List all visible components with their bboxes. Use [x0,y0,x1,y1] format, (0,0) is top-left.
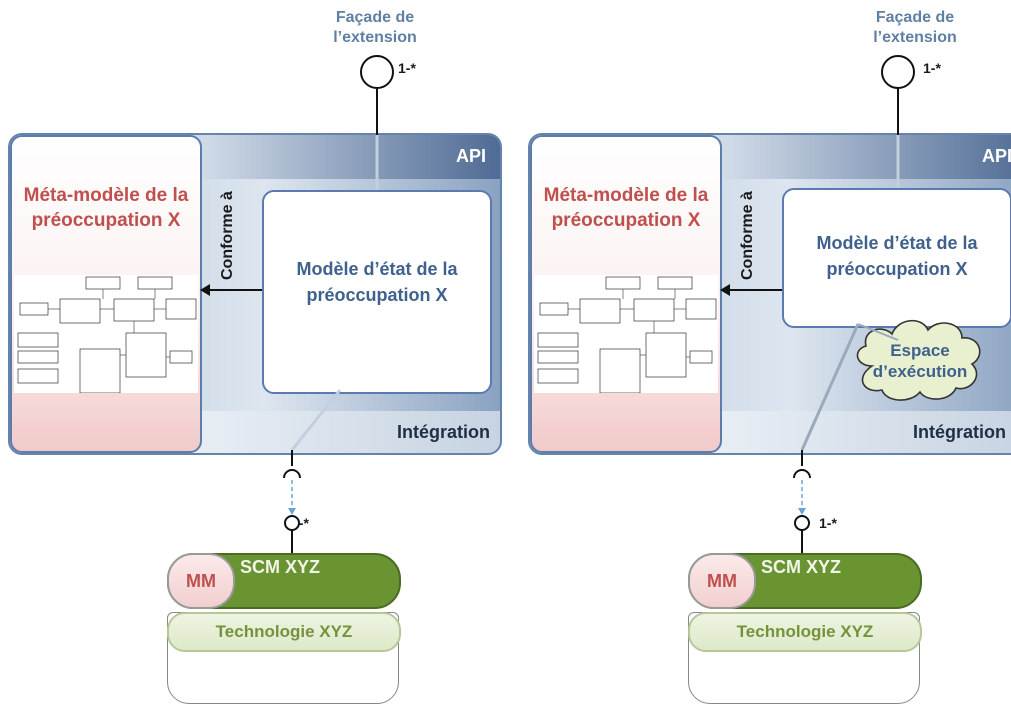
connector-overlay [200,55,394,553]
diagram-panel-left: Façade de l’extension API Intégration Mé… [0,0,505,705]
dependency-arrowhead [288,508,296,515]
state-model-title: Modèle d’état de la préoccupation X [296,259,458,305]
technology-bar: Technologie XYZ [167,612,401,652]
technology-bar: Technologie XYZ [688,612,922,652]
provided-interface-icon [284,515,300,531]
required-interface-icon [283,469,301,479]
integration-link-line [290,389,342,451]
uml-class-diagram-thumbnail [534,275,718,393]
metamodel-card: Méta-modèle de la préoccupation X [530,135,722,453]
mm-badge: MM [167,553,235,609]
integration-label: Intégration [913,422,1006,442]
api-label: API [982,146,1011,166]
facade-interface-icon [360,55,394,89]
state-model-card: Modèle d’état de la préoccupation X [782,188,1011,328]
metamodel-card: Méta-modèle de la préoccupation X [10,135,202,453]
metamodel-title: Méta-modèle de la préoccupation X [543,185,709,231]
conforme-arrowhead [200,284,210,296]
api-label: API [455,146,486,166]
port-multiplicity: 1-* [819,515,837,531]
scm-label: SCM XYZ [760,557,841,577]
metamodel-title: Méta-modèle de la préoccupation X [23,185,189,231]
state-model-card: Modèle d’état de la préoccupation X [262,190,492,394]
scm-label: SCM XYZ [239,557,320,577]
uml-class-diagram-thumbnail [14,275,198,393]
mm-badge: MM [688,553,756,609]
state-model-title: Modèle d’état de la préoccupation X [816,233,978,279]
facade-label: Façade de l’extension [873,9,957,46]
facade-multiplicity: 1-* [923,60,941,76]
facade-multiplicity: 1-* [398,60,416,76]
facade-label: Façade de l’extension [333,9,417,46]
integration-label: Intégration [397,422,490,442]
runtime-label: Espace d’exécution [872,341,968,381]
diagram-panel-right: Façade de l’extension API Intégration Mé… [520,0,1011,705]
